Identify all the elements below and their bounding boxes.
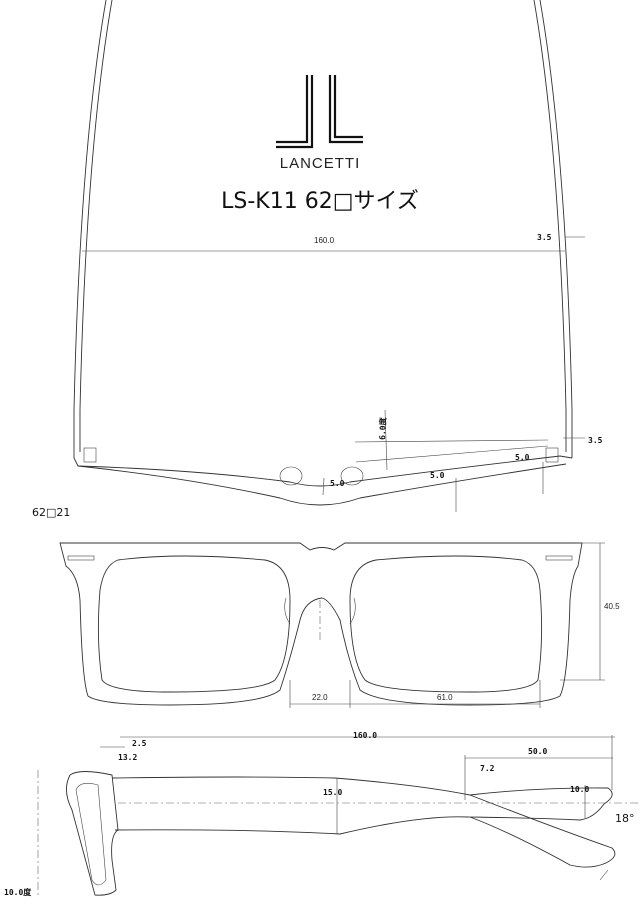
temple-thickness-top-label: 3.5 [537,233,552,242]
left-temple-outer [73,0,107,458]
top-view [73,0,585,512]
temple-body [111,776,613,835]
lens-width-label: 61.0 [437,693,453,702]
tip-height-label: 10.0 [570,785,589,794]
lancetti-logo [276,75,363,149]
thickness-label-1: 5.0 [330,479,345,488]
temple-thickness-hinge-label: 3.5 [588,436,603,445]
hinge-right [545,447,559,463]
front-profile-inner [75,783,107,886]
overall-width-label: 160.0 [314,236,335,245]
offset-label: 2.5 [132,739,147,748]
front-profile [66,771,119,896]
front-view [59,542,605,708]
rivet-right [545,555,573,561]
model-title: LS-K11 62□サイズ [221,189,419,214]
front-rim-inner [73,455,573,487]
thickness-label-2: 5.0 [430,471,445,480]
face-angle-label: 6.0度 [377,416,388,440]
right-temple-inner [533,0,567,452]
nose-pad-right [340,466,364,486]
tip-length-label: 50.0 [528,747,547,756]
left-lens [97,555,291,693]
right-lens [349,555,543,693]
end-piece-label: 13.2 [118,753,137,762]
side-view [37,735,640,896]
left-temple-inner [79,0,113,452]
temple-height-label: 15.0 [323,788,342,797]
bend-angle-label: 18° [615,812,635,825]
temple-length-label: 160.0 [353,731,377,740]
hinge-left [83,447,97,463]
bridge-width-label: 22.0 [312,693,328,702]
brand-name: LANCETTI [280,155,361,172]
front-rim-outer [77,463,567,506]
lens-height-label: 40.5 [604,602,620,611]
right-temple-outer [539,0,573,458]
pantoscopic-angle-label: 10.0度 [4,887,32,897]
tip-thickness-label: 7.2 [480,764,495,773]
temple-bent-tip [469,794,616,868]
size-label: 62□21 [32,506,70,519]
nose-pad-left [279,466,303,486]
rivet-left [67,555,95,561]
nose-pads [284,597,356,625]
thickness-label-3: 5.0 [515,453,530,462]
frame-outline [59,542,583,706]
